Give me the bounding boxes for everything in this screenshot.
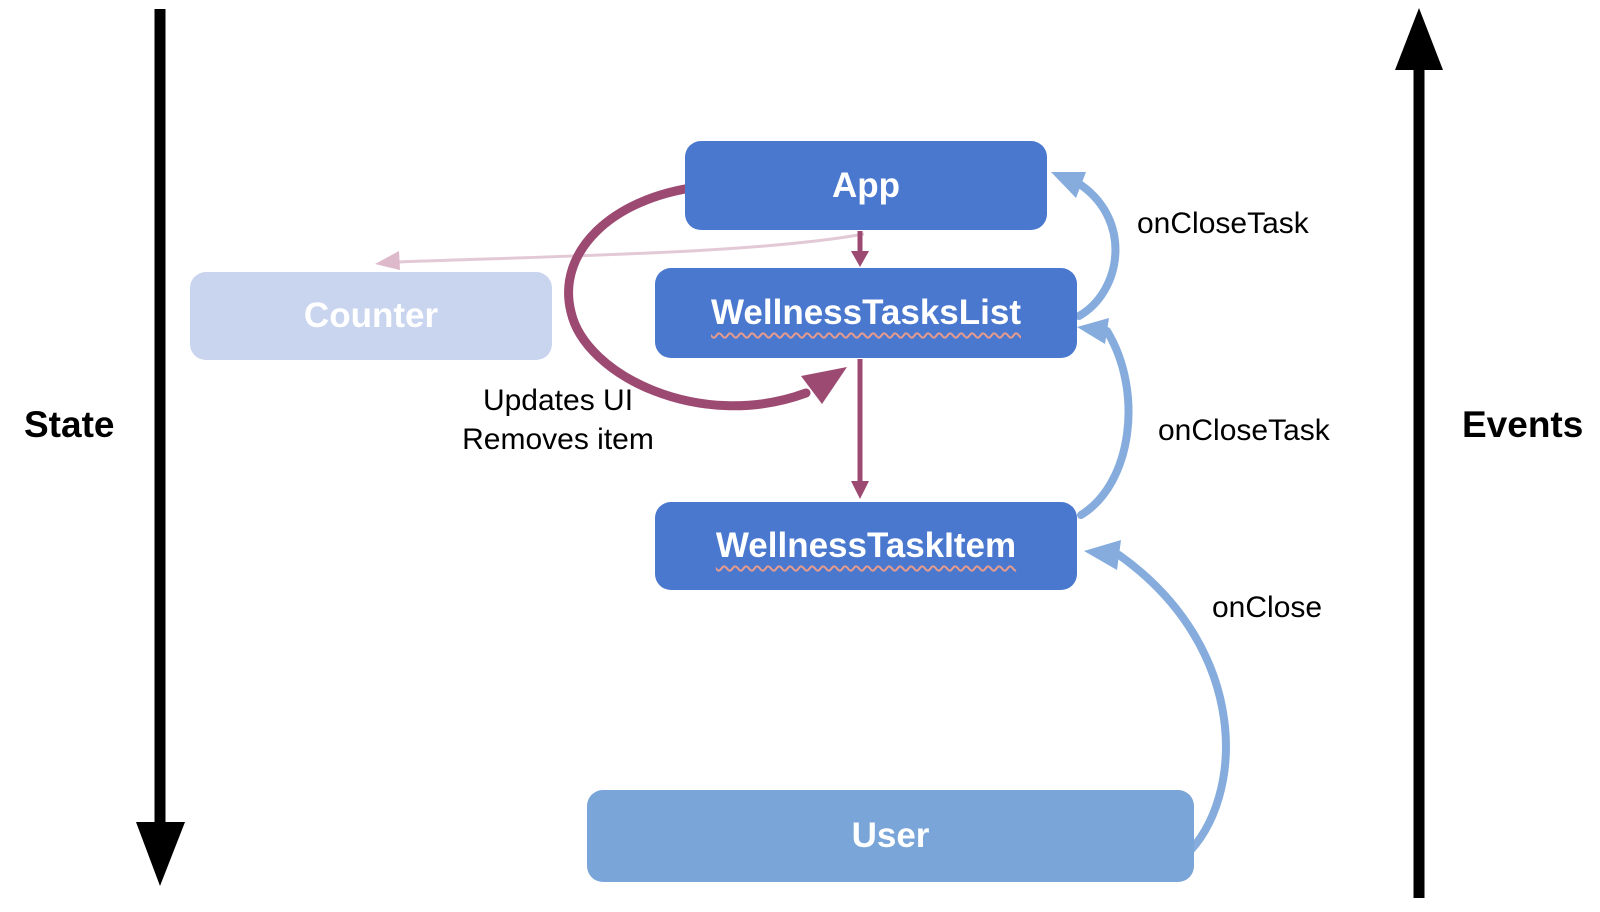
state-axis-label: State xyxy=(24,404,115,445)
node-wellness-task-item: WellnessTaskItem xyxy=(655,502,1077,590)
node-user-label: User xyxy=(851,816,930,855)
edge-item-to-list-event-arrow xyxy=(1077,318,1133,519)
edge-label-onclosetask-top: onCloseTask xyxy=(1137,207,1309,240)
edge-list-to-item-arrow xyxy=(851,359,869,499)
edge-state-loop-arrow xyxy=(564,182,847,411)
edge-label-state-loop: Updates UI Removes item xyxy=(408,381,708,459)
node-wellness-tasks-list-label: WellnessTasksList xyxy=(711,293,1021,332)
node-wellness-tasks-list: WellnessTasksList xyxy=(655,268,1077,358)
node-app: App xyxy=(685,141,1047,230)
state-axis-arrow xyxy=(136,9,185,886)
node-wellness-task-item-label: WellnessTaskItem xyxy=(715,526,1017,565)
node-user: User xyxy=(587,790,1194,882)
edge-label-onclosetask-mid: onCloseTask xyxy=(1158,414,1330,447)
node-app-label: App xyxy=(831,165,901,205)
edge-user-to-item-event-arrow xyxy=(1084,540,1230,860)
edge-label-onclose: onClose xyxy=(1212,591,1323,624)
edge-app-to-list-arrow xyxy=(851,231,869,267)
node-counter: Counter xyxy=(190,272,552,360)
edge-label-updates-ui: Updates UI xyxy=(482,384,634,417)
edge-label-removes-item: Removes item xyxy=(462,423,654,456)
node-counter-label: Counter xyxy=(303,296,439,335)
events-axis-arrow xyxy=(1395,8,1443,898)
edge-app-to-counter-arrow xyxy=(375,232,865,270)
edge-list-to-app-event-arrow xyxy=(1051,172,1120,320)
events-axis-label: Events xyxy=(1462,404,1584,445)
